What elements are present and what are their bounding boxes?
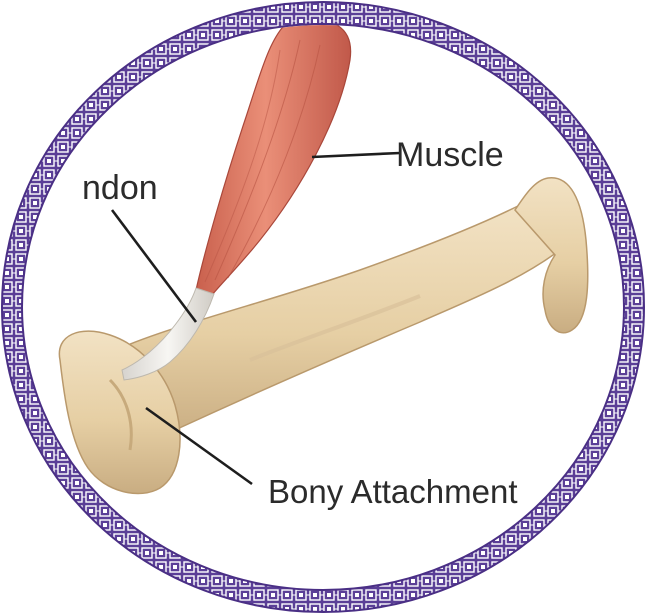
tendon-label: ndon <box>82 169 158 207</box>
bony-attachment-label: Bony Attachment <box>268 473 517 510</box>
muscle-label: Muscle <box>396 136 504 174</box>
